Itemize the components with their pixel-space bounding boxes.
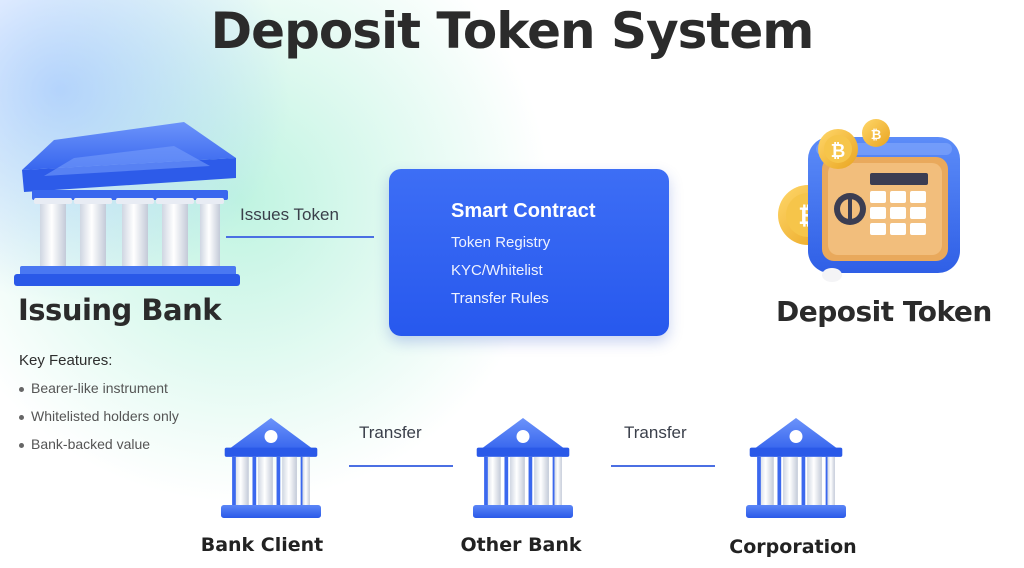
- svg-text:₿: ₿: [871, 128, 882, 143]
- smart-contract-item: KYC/Whitelist: [451, 262, 543, 279]
- other-bank-label: Other Bank: [460, 534, 582, 556]
- classical-bank-icon: [14, 122, 240, 286]
- transfer-connector: [611, 465, 715, 467]
- bank-client-label: Bank Client: [200, 534, 324, 556]
- feature-item: Whitelisted holders only: [19, 408, 179, 424]
- corporation-label: Corporation: [729, 536, 857, 558]
- transfer-label: Transfer: [359, 423, 422, 442]
- issues-token-connector: [226, 236, 374, 238]
- smart-contract-box: Smart Contract Token Registry KYC/Whitel…: [389, 169, 669, 336]
- safe-with-coins-icon: ₿ ₿ ₿: [778, 119, 960, 282]
- feature-item: Bank-backed value: [19, 436, 150, 452]
- svg-text:₿: ₿: [831, 141, 846, 162]
- smart-contract-title: Smart Contract: [451, 200, 596, 222]
- transfer-connector: [349, 465, 453, 467]
- page-title: Deposit Token System: [210, 2, 815, 60]
- feature-item: Bearer-like instrument: [19, 380, 168, 396]
- other-bank-icon: [473, 418, 573, 518]
- smart-contract-item: Token Registry: [451, 234, 551, 251]
- corporation-icon: [746, 418, 846, 518]
- deposit-token-label: Deposit Token: [776, 295, 992, 328]
- key-features-title: Key Features:: [19, 352, 113, 369]
- issues-token-label: Issues Token: [240, 205, 339, 224]
- smart-contract-item: Transfer Rules: [451, 290, 549, 307]
- transfer-label: Transfer: [624, 423, 687, 442]
- bank-client-icon: [221, 418, 321, 518]
- issuing-bank-label: Issuing Bank: [18, 293, 222, 327]
